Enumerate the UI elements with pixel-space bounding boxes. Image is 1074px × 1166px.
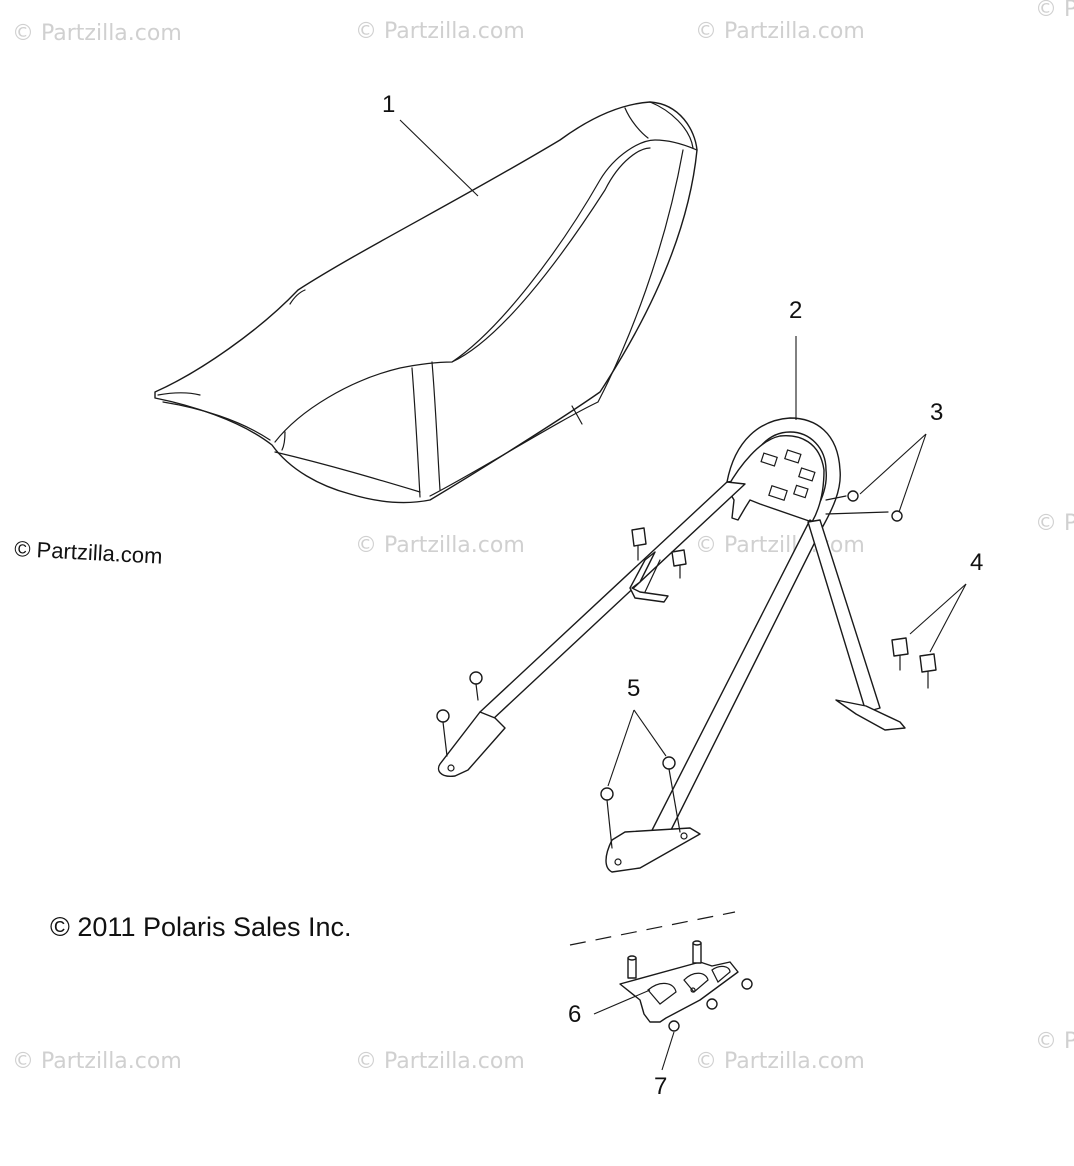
- callout-labels: 1 2 3 4 5 6 7: [382, 91, 983, 1100]
- watermark: © Partzilla.com: [695, 533, 865, 558]
- watermark: © Partzilla.com: [12, 21, 182, 46]
- watermark: © Partzilla.com: [695, 19, 865, 44]
- bracket-part: [569, 911, 753, 1032]
- copyright-text: © 2011 Polaris Sales Inc.: [50, 912, 352, 942]
- watermark: © Partzilla.com: [355, 19, 525, 44]
- callout-3: 3: [930, 399, 943, 426]
- watermark-group: © Partzilla.com © Partzilla.com © Partzi…: [12, 0, 1074, 1074]
- watermark: © Partzilla.com: [1035, 1029, 1074, 1054]
- watermark: © Partzilla.com: [1035, 511, 1074, 536]
- partzilla-watermark-main: © Partzilla.com: [14, 536, 163, 569]
- callout-2: 2: [789, 297, 802, 324]
- bolt-hardware: [631, 527, 937, 689]
- watermark: © Partzilla.com: [12, 1049, 182, 1074]
- nut-hardware: [436, 490, 903, 849]
- callout-5: 5: [627, 675, 640, 702]
- callout-1: 1: [382, 91, 395, 118]
- watermark: © Partzilla.com: [1035, 0, 1074, 22]
- leader-lines: [399, 119, 967, 1071]
- watermark: © Partzilla.com: [355, 533, 525, 558]
- seat-part: [154, 101, 698, 504]
- seat-frame-part: [437, 417, 906, 873]
- watermark: © Partzilla.com: [355, 1049, 525, 1074]
- callout-7: 7: [654, 1073, 667, 1100]
- callout-6: 6: [568, 1001, 581, 1028]
- callout-4: 4: [970, 549, 983, 576]
- watermark: © Partzilla.com: [695, 1049, 865, 1074]
